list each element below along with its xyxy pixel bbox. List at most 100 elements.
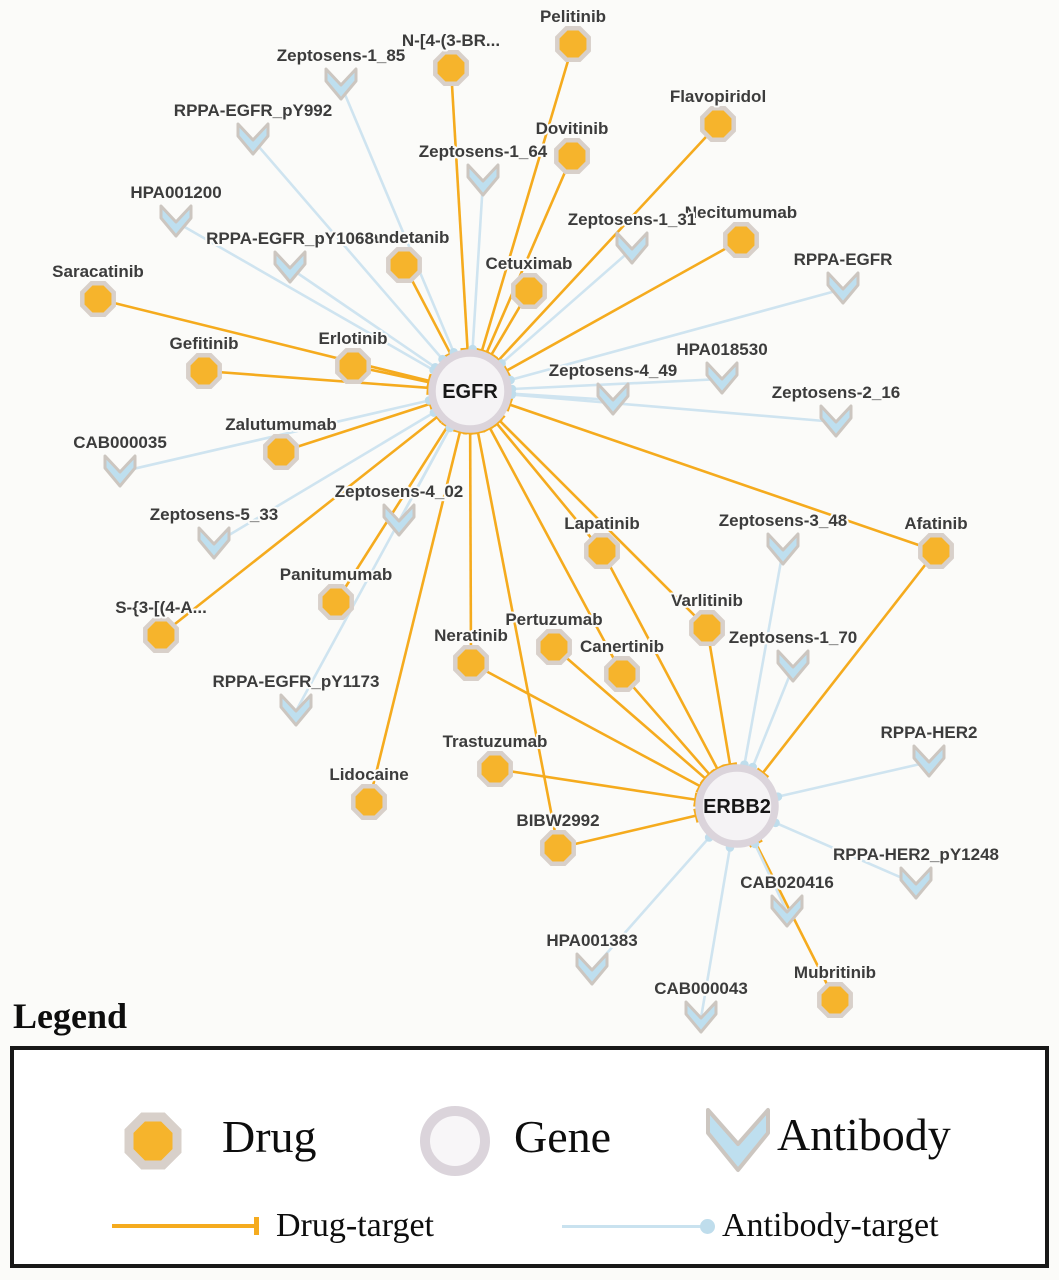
antibody-target-edge-z1_70 — [751, 666, 795, 768]
drug-node-flavopiridol[interactable] — [700, 106, 736, 142]
drug-node-panitumumab[interactable] — [318, 584, 354, 620]
drug-target-edge-s3_4a — [160, 416, 438, 637]
drug-node-pelitinib[interactable] — [555, 26, 591, 62]
drug-target-tee-varlitinib — [493, 414, 506, 427]
drug-target-edge-pertuzumab — [553, 646, 707, 780]
drug-target-edge-lidocaine — [367, 431, 462, 803]
antibody-target-edge-z3_48 — [743, 549, 785, 765]
antibody-node-hpa001383[interactable] — [575, 952, 609, 986]
drug-target-edge-necitumumab — [506, 238, 742, 372]
antibody-label-z1_64: Zeptosens-1_64 — [419, 142, 548, 161]
drug-target-tee-afatinib — [756, 767, 770, 779]
drug-target-edge-canertinib — [488, 427, 624, 675]
drug-target-edge-varlitinib — [705, 627, 732, 765]
drug-node-vandetanib[interactable] — [386, 247, 422, 283]
drug-node-swatch — [124, 1112, 182, 1170]
antibody-node-cab020416[interactable] — [770, 894, 804, 928]
drug-target-edge-saracatinib — [97, 297, 430, 383]
drug-node-mubritinib[interactable] — [817, 982, 853, 1018]
antibody-node-cab000035[interactable] — [103, 454, 137, 488]
drug-target-edge-n4_3br — [449, 67, 469, 350]
antibody-target-edge-z1_31 — [500, 248, 633, 365]
antibody-label-py1248: RPPA-HER2_pY1248 — [833, 845, 999, 864]
antibody-node-z2_16[interactable] — [819, 404, 853, 438]
drug-node-erlotinib[interactable] — [335, 348, 371, 384]
antibody-node-z1_31[interactable] — [615, 231, 649, 265]
drug-label-saracatinib: Saracatinib — [52, 262, 144, 281]
drug-node-n4_3br[interactable] — [433, 50, 469, 86]
drug-node-bibw2992[interactable] — [540, 830, 576, 866]
drug-node-saracatinib[interactable] — [80, 281, 116, 317]
drug-node-zalutumumab[interactable] — [263, 434, 299, 470]
antibody-node-py1248[interactable] — [899, 866, 933, 900]
gene-node-swatch — [420, 1106, 490, 1176]
drug-node-s3_4a[interactable] — [143, 617, 179, 653]
drug-label-lidocaine: Lidocaine — [329, 765, 408, 784]
drug-target-tee-varlitinib — [722, 762, 738, 768]
legend-gene-label: Gene — [514, 1111, 612, 1162]
antibody-node-z3_48[interactable] — [766, 532, 800, 566]
antibody-node-z1_70[interactable] — [776, 649, 810, 683]
drug-label-erlotinib: Erlotinib — [319, 329, 388, 348]
antibody-node-rppa_her2[interactable] — [912, 744, 946, 778]
antibody-target-edge-rppa_her2 — [777, 760, 930, 798]
antibody-label-py992: RPPA-EGFR_pY992 — [174, 101, 332, 120]
drug-target-edge-neratinib — [468, 432, 473, 664]
antibody-label-py1173: RPPA-EGFR_pY1173 — [213, 672, 380, 691]
drug-node-afatinib[interactable] — [918, 533, 954, 569]
gene-node-egfr[interactable] — [428, 349, 512, 433]
drug-node-neratinib[interactable] — [453, 645, 489, 681]
drug-target-edge-dovitinib — [485, 155, 574, 353]
drug-target-edge-flavopiridol — [497, 123, 719, 362]
antibody-target-edge-z1_85 — [339, 84, 455, 353]
drug-target-edge-neratinib — [470, 661, 701, 788]
drug-target-edge-bibw2992 — [476, 431, 560, 849]
drug-target-tee-afatinib — [506, 397, 514, 412]
antibody-target-edge-py1068 — [289, 266, 437, 369]
drug-label-flavopiridol: Flavopiridol — [670, 87, 766, 106]
antibody-target-edge-hpa018530 — [511, 377, 723, 391]
antibody-node-py992[interactable] — [236, 122, 270, 156]
antibody-node-py1173[interactable] — [279, 693, 313, 727]
drug-node-cetuximab[interactable] — [511, 273, 547, 309]
antibody-node-rppa_egfr[interactable] — [826, 271, 860, 305]
antibody-node-z4_02[interactable] — [382, 503, 416, 537]
drug-node-pertuzumab[interactable] — [536, 629, 572, 665]
drug-label-varlitinib: Varlitinib — [671, 591, 743, 610]
labels-layer: EGFRERBB2PelitinibN-[4-(3-BR...Dovitinib… — [50, 5, 1001, 1000]
antibody-node-hpa001200[interactable] — [159, 204, 193, 238]
drug-label-necitumumab: Necitumumab — [685, 203, 797, 222]
antibody-target-edge-rppa_egfr — [510, 287, 844, 382]
antibody-target-edge-hpa001383 — [591, 836, 711, 971]
drug-target-tee-canertinib — [483, 423, 497, 433]
antibody-node-z1_64[interactable] — [466, 163, 500, 197]
gene-label-erbb2: ERBB2 — [703, 796, 771, 818]
drug-node-dovitinib[interactable] — [554, 138, 590, 174]
antibody-label-hpa018530: HPA018530 — [676, 340, 767, 359]
antibody-node-hpa018530[interactable] — [705, 361, 739, 395]
drug-node-gefitinib[interactable] — [186, 353, 222, 389]
drug-node-varlitinib[interactable] — [689, 610, 725, 646]
antibody-node-z5_33[interactable] — [197, 526, 231, 560]
antibody-node-z1_85[interactable] — [324, 67, 358, 101]
drug-label-zalutumumab: Zalutumumab — [225, 415, 336, 434]
antibody-node-cab000043[interactable] — [684, 1000, 718, 1034]
drug-label-bibw2992: BIBW2992 — [516, 811, 599, 830]
drug-label-pelitinib: Pelitinib — [540, 7, 606, 26]
drug-node-lidocaine[interactable] — [351, 784, 387, 820]
drug-node-trastuzumab[interactable] — [477, 751, 513, 787]
antibody-label-z1_70: Zeptosens-1_70 — [729, 628, 858, 647]
antibody-node-z4_49[interactable] — [596, 382, 630, 416]
drug-node-necitumumab[interactable] — [723, 222, 759, 258]
antibody-label-rppa_egfr: RPPA-EGFR — [794, 250, 893, 269]
drug-node-canertinib[interactable] — [604, 656, 640, 692]
antibody-node-py1068[interactable] — [273, 250, 307, 284]
gene-node-erbb2[interactable] — [695, 764, 779, 848]
antibody-label-hpa001200: HPA001200 — [130, 183, 221, 202]
antibody-label-z3_48: Zeptosens-3_48 — [719, 511, 848, 530]
drug-node-lapatinib[interactable] — [584, 533, 620, 569]
antibody-node-swatch — [706, 1108, 770, 1172]
antibody-target-edge-py1248 — [774, 821, 917, 886]
